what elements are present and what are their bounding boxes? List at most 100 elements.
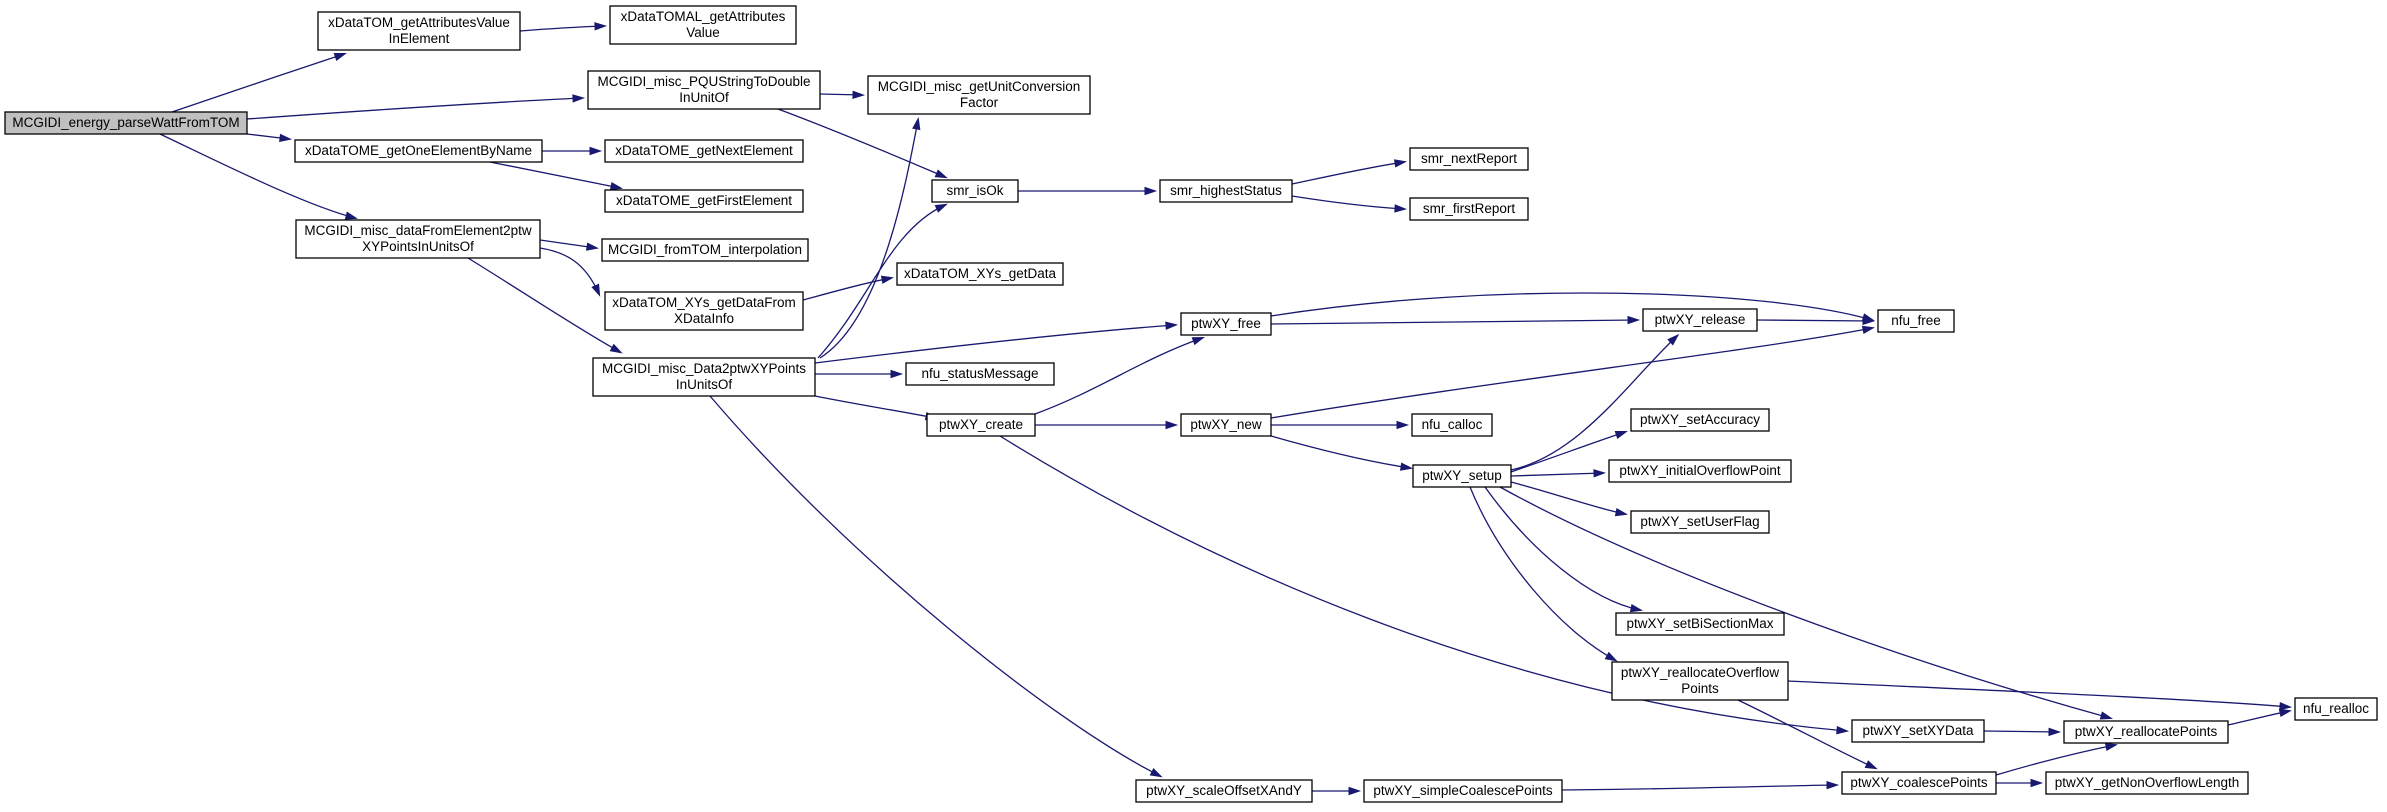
- node-box[interactable]: [2063, 720, 2229, 744]
- arrowhead-icon: [1393, 159, 1408, 168]
- node-smrfr[interactable]: smr_firstReport: [1409, 197, 1529, 221]
- edge-line: [1291, 161, 1405, 185]
- node-goebn[interactable]: xDataTOME_getOneElementByName: [294, 139, 543, 163]
- node-nfucalloc[interactable]: nfu_calloc: [1411, 413, 1493, 437]
- node-box[interactable]: [867, 75, 1091, 115]
- node-xygd[interactable]: xDataTOM_XYs_getData: [896, 262, 1064, 286]
- node-xtmal[interactable]: xDataTOMAL_getAttributesValue: [609, 5, 797, 45]
- node-box[interactable]: [1841, 771, 1997, 795]
- node-box[interactable]: [2294, 697, 2378, 721]
- node-box[interactable]: [317, 11, 521, 51]
- node-box[interactable]: [896, 262, 1064, 286]
- node-ptwscp[interactable]: ptwXY_simpleCoalescePoints: [1363, 779, 1563, 803]
- node-box[interactable]: [604, 189, 804, 213]
- node-box[interactable]: [1159, 179, 1293, 203]
- node-box[interactable]: [1630, 510, 1770, 534]
- node-box[interactable]: [1642, 308, 1758, 332]
- node-ptwgnol[interactable]: ptwXY_getNonOverflowLength: [2045, 771, 2249, 795]
- node-box[interactable]: [1411, 413, 1493, 437]
- node-box[interactable]: [604, 291, 804, 331]
- node-label: xDataTOMAL_getAttributes: [621, 9, 786, 24]
- node-label: ptwXY_release: [1655, 312, 1746, 327]
- node-box[interactable]: [609, 5, 797, 45]
- node-box[interactable]: [294, 139, 543, 163]
- node-ptwfree[interactable]: ptwXY_free: [1180, 312, 1272, 336]
- node-dfe[interactable]: MCGIDI_misc_dataFromElement2ptwXYPointsI…: [295, 219, 541, 259]
- arrowhead-icon: [1394, 204, 1408, 213]
- edge-goebn-to-gne: [542, 146, 603, 156]
- node-label: xDataTOM_XYs_getDataFrom: [612, 295, 796, 310]
- node-smrhs[interactable]: smr_highestStatus: [1159, 179, 1293, 203]
- node-label: nfu_realloc: [2303, 701, 2369, 716]
- edge-line: [819, 119, 919, 359]
- node-box[interactable]: [4, 111, 248, 135]
- node-box[interactable]: [601, 238, 809, 262]
- node-box[interactable]: [1877, 309, 1955, 333]
- node-box[interactable]: [1135, 779, 1313, 803]
- node-box[interactable]: [2045, 771, 2249, 795]
- node-box[interactable]: [592, 357, 816, 397]
- node-box[interactable]: [295, 219, 541, 259]
- node-ptwsuf[interactable]: ptwXY_setUserFlag: [1630, 510, 1770, 534]
- node-box[interactable]: [1180, 312, 1272, 336]
- edge-line: [1787, 680, 2290, 708]
- arrowhead-icon: [1614, 431, 1628, 439]
- node-box[interactable]: [587, 70, 821, 110]
- node-nfusm[interactable]: nfu_statusMessage: [905, 362, 1055, 386]
- node-box[interactable]: [1412, 464, 1512, 488]
- edge-ptwsetup-to-ptwbsm: [1484, 486, 1644, 613]
- node-ptwsoxy[interactable]: ptwXY_scaleOffsetXAndY: [1135, 779, 1313, 803]
- node-box[interactable]: [1615, 612, 1785, 636]
- node-ptwsetup[interactable]: ptwXY_setup: [1412, 464, 1512, 488]
- node-ptwrel[interactable]: ptwXY_release: [1642, 308, 1758, 332]
- edge-line: [1270, 327, 1873, 419]
- node-ptwcp[interactable]: ptwXY_coalescePoints: [1841, 771, 1997, 795]
- node-box[interactable]: [1409, 147, 1529, 171]
- node-root[interactable]: MCGIDI_energy_parseWattFromTOM: [4, 111, 248, 135]
- node-box[interactable]: [1363, 779, 1563, 803]
- node-box[interactable]: [1409, 197, 1529, 221]
- node-label: xDataTOM_XYs_getData: [904, 266, 1057, 281]
- node-label: ptwXY_new: [1190, 417, 1262, 432]
- node-smrnr[interactable]: smr_nextReport: [1409, 147, 1529, 171]
- node-box[interactable]: [604, 139, 804, 163]
- arrowhead-icon: [2048, 727, 2062, 737]
- node-ptwsetacc[interactable]: ptwXY_setAccuracy: [1630, 408, 1770, 432]
- node-box[interactable]: [926, 413, 1036, 437]
- node-smrok[interactable]: smr_isOk: [931, 179, 1019, 203]
- arrowhead-icon: [934, 169, 948, 179]
- node-ptwiop[interactable]: ptwXY_initialOverflowPoint: [1608, 459, 1792, 483]
- node-gne[interactable]: xDataTOME_getNextElement: [604, 139, 804, 163]
- node-ptwnew[interactable]: ptwXY_new: [1180, 413, 1272, 437]
- node-nfufree[interactable]: nfu_free: [1877, 309, 1955, 333]
- node-box[interactable]: [1630, 408, 1770, 432]
- edge-smrhs-to-smrfr: [1291, 195, 1408, 213]
- node-ftinterp[interactable]: MCGIDI_fromTOM_interpolation: [601, 238, 809, 262]
- node-box[interactable]: [1608, 459, 1792, 483]
- edge-ptwnew-to-nfufree: [1270, 325, 1876, 419]
- node-box[interactable]: [1611, 661, 1789, 701]
- node-box[interactable]: [931, 179, 1019, 203]
- node-ptwbsm[interactable]: ptwXY_setBiSectionMax: [1615, 612, 1785, 636]
- node-box[interactable]: [1851, 719, 1985, 743]
- node-label: ptwXY_reallocateOverflow: [1621, 665, 1780, 680]
- arrowhead-icon: [1614, 508, 1629, 517]
- arrowhead-icon: [609, 182, 624, 191]
- node-ptwsxyd[interactable]: ptwXY_setXYData: [1851, 719, 1985, 743]
- node-box[interactable]: [905, 362, 1055, 386]
- node-box[interactable]: [1180, 413, 1272, 437]
- node-gfe[interactable]: xDataTOME_getFirstElement: [604, 189, 804, 213]
- node-nfurealloc[interactable]: nfu_realloc: [2294, 697, 2378, 721]
- node-ptwrp[interactable]: ptwXY_reallocatePoints: [2063, 720, 2229, 744]
- node-ptwcreate[interactable]: ptwXY_create: [926, 413, 1036, 437]
- edge-line: [159, 133, 356, 219]
- arrowhead-icon: [1593, 469, 1607, 478]
- node-label: xDataTOME_getFirstElement: [616, 193, 792, 208]
- edge-smrhs-to-smrnr: [1291, 159, 1408, 185]
